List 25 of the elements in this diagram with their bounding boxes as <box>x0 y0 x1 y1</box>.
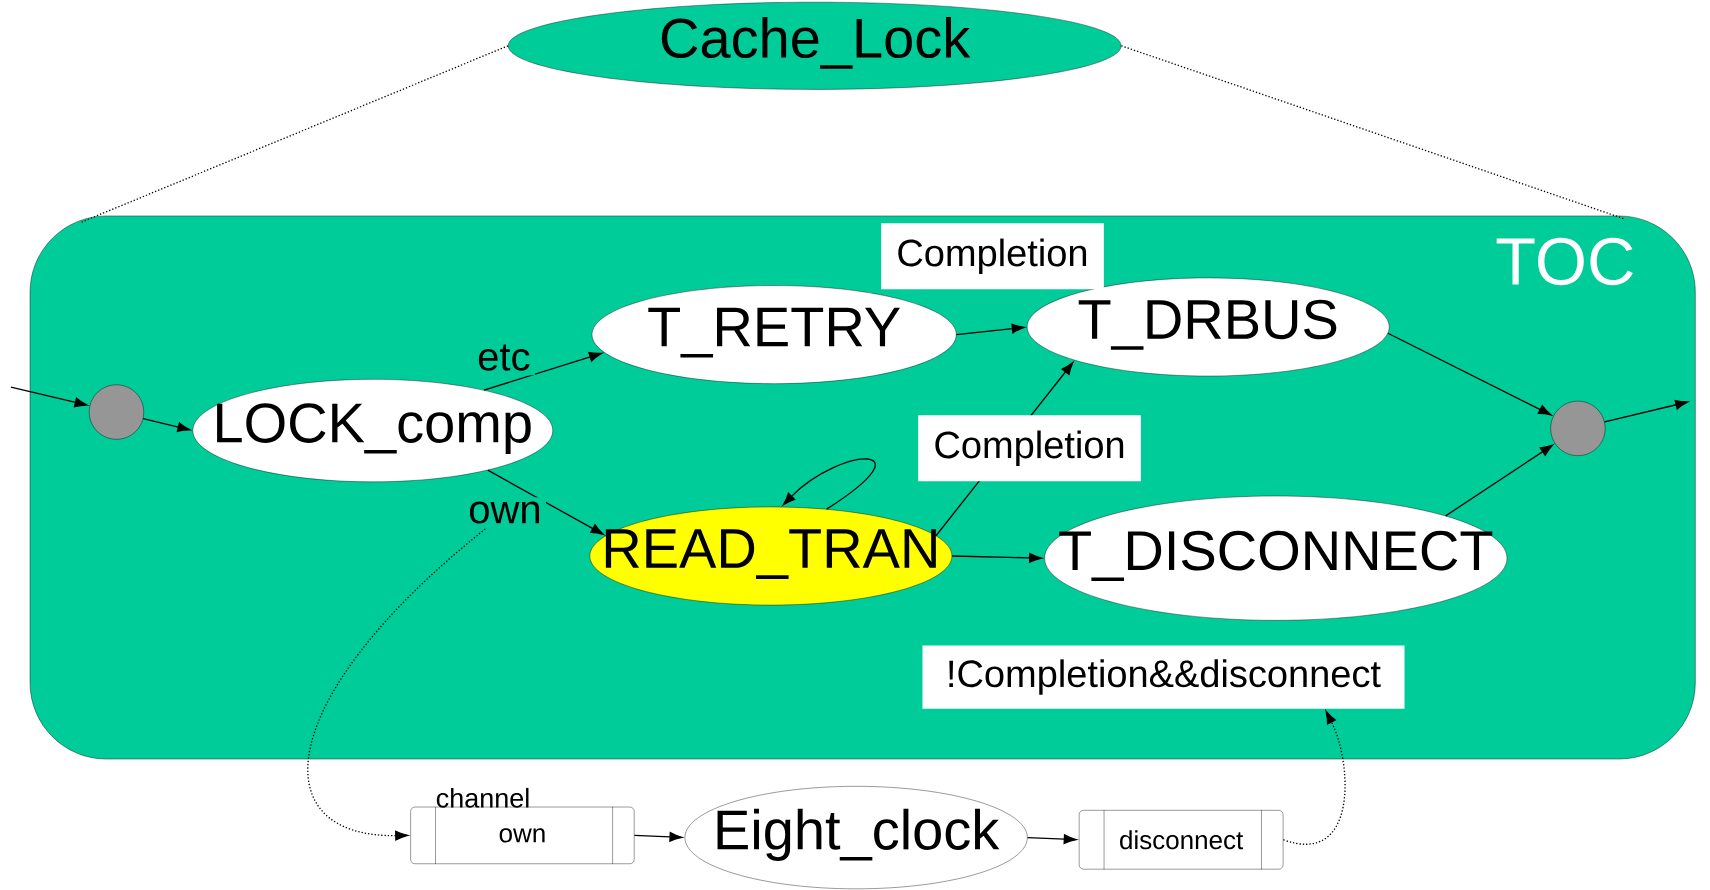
channel-label: channel <box>436 787 529 808</box>
arrow <box>1026 834 1077 845</box>
edge-label: etc <box>472 340 535 376</box>
leader-line <box>1120 45 1626 220</box>
arrow <box>142 417 191 432</box>
initial-state-circle <box>89 384 144 440</box>
arrow <box>955 323 1025 336</box>
arrow <box>487 469 604 535</box>
channel-box: disconnect <box>1078 809 1284 870</box>
arrow <box>1603 399 1689 423</box>
arrow <box>1282 710 1346 845</box>
edge-label: own <box>463 497 546 528</box>
arrow <box>951 552 1043 563</box>
arrow <box>307 528 486 841</box>
self-loop-arrow <box>782 458 876 510</box>
arrow <box>10 386 88 408</box>
arrow <box>633 831 683 842</box>
edge-label: Completion <box>918 415 1141 482</box>
edge-label: Completion <box>881 223 1104 290</box>
arrow <box>483 352 603 391</box>
arrow <box>1445 444 1554 517</box>
final-state-circle <box>1550 400 1606 456</box>
condition-box: !Completion&&disconnect <box>922 645 1405 709</box>
arrow <box>1387 332 1552 416</box>
leader-line <box>80 45 509 223</box>
